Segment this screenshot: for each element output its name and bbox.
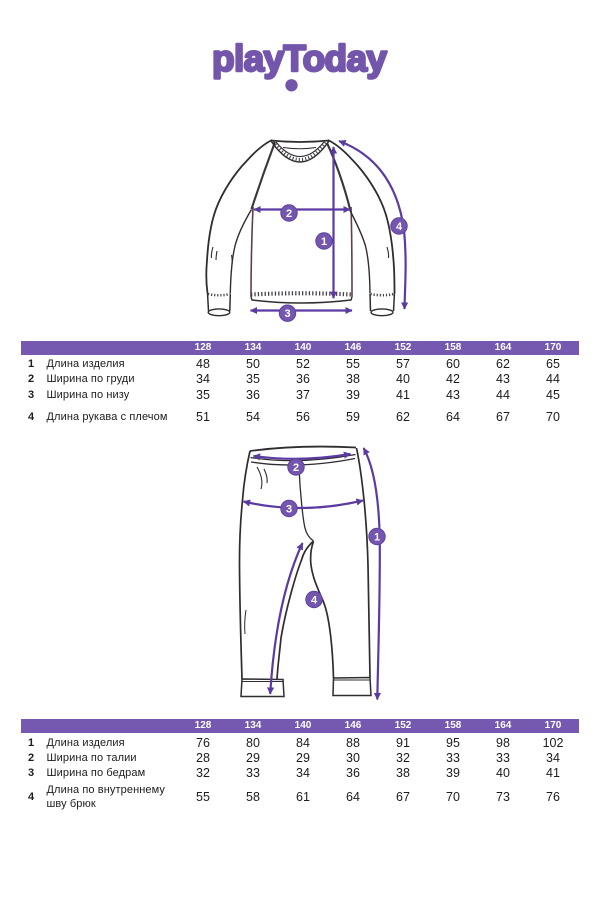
svg-text:4: 4 bbox=[311, 594, 318, 606]
svg-text:2: 2 bbox=[286, 208, 292, 220]
svg-text:1: 1 bbox=[321, 236, 327, 248]
svg-text:3: 3 bbox=[286, 503, 292, 515]
svg-text:1: 1 bbox=[374, 531, 380, 543]
svg-text:3: 3 bbox=[284, 308, 290, 320]
svg-text:2: 2 bbox=[293, 462, 299, 474]
svg-text:4: 4 bbox=[396, 221, 403, 233]
svg-text:playToday: playToday bbox=[212, 38, 387, 79]
